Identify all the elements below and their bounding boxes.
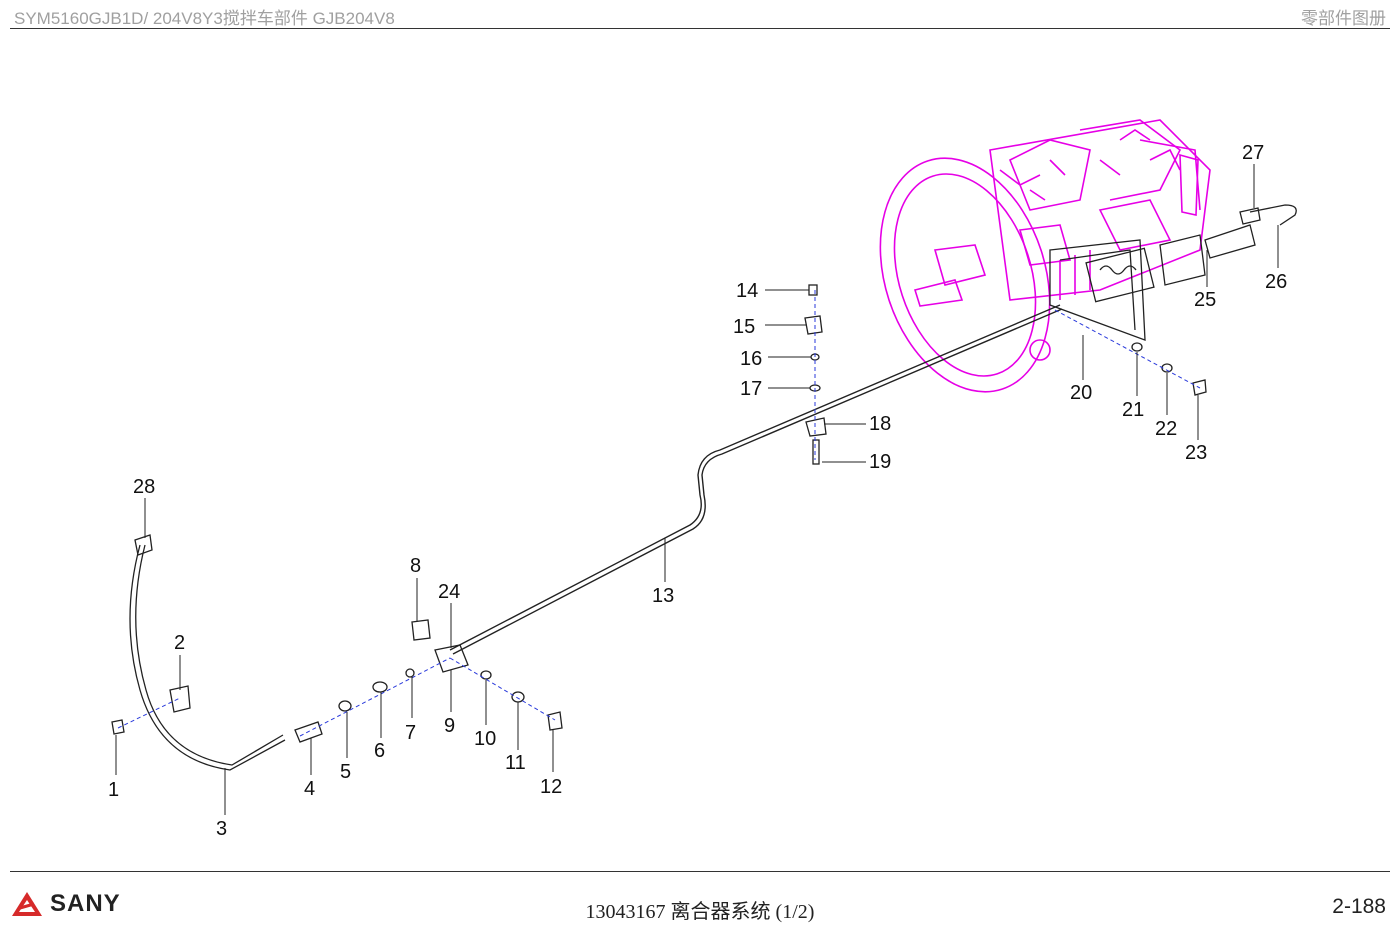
transmission-assembly: [879, 119, 1211, 393]
header-catalog: 零部件图册: [1301, 9, 1386, 28]
footer-title: 13043167 离合器系统 (1/2): [585, 901, 815, 923]
callout-25: 25: [1194, 289, 1216, 311]
bracket-fasteners: [1131, 342, 1207, 396]
callout-9: 9: [444, 715, 455, 737]
callout-2: 2: [174, 632, 185, 654]
assembly-axes: [117, 290, 1201, 737]
callout-26: 26: [1265, 271, 1287, 293]
callout-15: 15: [733, 316, 755, 338]
callout-5: 5: [340, 761, 351, 783]
sany-logo-icon: [12, 892, 42, 916]
callout-22: 22: [1155, 418, 1177, 440]
callout-3: 3: [216, 818, 227, 840]
callout-10: 10: [474, 728, 496, 750]
brand-logo: SANY: [10, 890, 121, 918]
header-model: SYM5160GJB1D/ 204V8Y3搅拌车部件 GJB204V8: [14, 9, 395, 28]
callout-7: 7: [405, 722, 416, 744]
callout-6: 6: [374, 740, 385, 762]
callout-24: 24: [438, 581, 460, 603]
callout-labels: 1 2 3 4 5 6 7 8 9 10 11 12 13 14 15 16 1…: [108, 142, 1287, 840]
callout-12: 12: [540, 776, 562, 798]
footer-rule: [10, 871, 1390, 872]
clutch-cable-13: [449, 304, 1063, 655]
callout-1: 1: [108, 779, 119, 801]
callout-28: 28: [133, 476, 155, 498]
callout-11: 11: [505, 752, 526, 774]
callout-8: 8: [410, 555, 421, 577]
brand-name: SANY: [50, 890, 121, 917]
callout-19: 19: [869, 451, 891, 473]
slave-cylinder-bracket: [1049, 204, 1297, 341]
pedal-side-parts: [111, 534, 563, 771]
callout-27: 27: [1242, 142, 1264, 164]
header-rule: [10, 28, 1390, 29]
callout-23: 23: [1185, 442, 1207, 464]
page-number: 2-188: [1332, 895, 1386, 918]
callout-20: 20: [1070, 382, 1092, 404]
callout-14: 14: [736, 280, 758, 302]
callout-4: 4: [304, 778, 315, 800]
callout-13: 13: [652, 585, 674, 607]
callout-18: 18: [869, 413, 891, 435]
callout-16: 16: [740, 348, 762, 370]
leader-lines: [115, 164, 1279, 815]
callout-17: 17: [740, 378, 762, 400]
callout-21: 21: [1122, 399, 1144, 421]
